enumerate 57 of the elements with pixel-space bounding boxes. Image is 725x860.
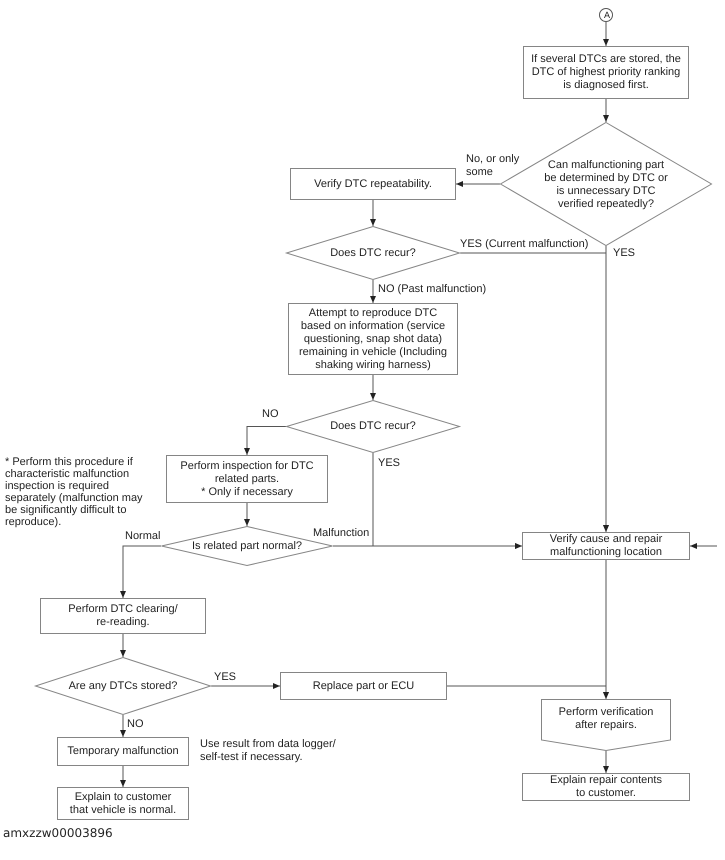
flow-arrow [690,543,718,549]
flow-arrow [456,181,500,187]
flow-arrow [370,374,376,400]
process-box [57,787,189,820]
connector-circle [599,8,613,22]
step-text: Attempt to reproduce DTC based on information (service questioning, snap shot data) remaining in vehicle (Including shaking wiring harness) [298,306,448,372]
process-box [522,773,690,801]
flow-arrow [603,560,609,700]
edge-label: YES (Current malfunction) [460,238,588,251]
flow-arrow [332,543,522,549]
decision-diamond [286,226,460,280]
step-text: Replace part or ECU [312,680,414,692]
question-text: Does DTC recur? [330,246,416,260]
footnote: * Perform this procedure if characteristic malfunction inspection is required separately (malfunction may be significantly difficult to reproduce). [5,456,144,528]
process-box [280,672,447,700]
step-text: Temporary malfunction [67,745,179,758]
step-text: Perform DTC clearing/ re-reading. [67,603,179,629]
flow-arrow [370,280,376,304]
flow-arrow [370,200,376,226]
step-text: Perform inspection for DTC related parts. [179,460,315,486]
process-box [290,168,456,200]
process-box [40,598,206,634]
decision-diamond [35,657,211,715]
step-text: Verify cause and repair malfunctioning location [548,533,664,559]
decision-diamond [286,400,460,453]
flow-arrow [460,252,609,532]
edge-label: No, or only some [466,153,520,179]
edge-label: NO (Past malfunction) [378,283,486,296]
step-text: Explain repair contents to customer. [549,774,663,800]
process-box [522,532,690,560]
question-text: Are any DTCs stored? [68,680,178,692]
flow-arrow [120,634,126,658]
figure-id: amxzzw00003896 [3,826,113,840]
flow-arrow [603,22,609,46]
process-box [166,455,328,503]
pointed-process-box [541,699,671,751]
flow-arrow [244,426,286,456]
connector-letter: A [604,10,608,20]
process-box [57,737,189,766]
question-text: Does DTC recur? [330,420,416,433]
side-note: Use result from data logger/ self-test if necessary. [200,738,337,764]
step-text: Perform verification after repairs. [558,706,654,732]
step-text: * Only if necessary [201,486,293,498]
step-text: If several DTCs are stored, the DTC of highest priority ranking is diagnosed first. [530,53,682,92]
step-text: Verify DTC repeatability. [314,178,432,190]
question-text: Can malfunctioning part be determined by DTC or is unnecessary DTC verified repeatedly? [543,159,669,211]
flow-arrow [603,750,609,774]
flow-arrow [603,98,609,122]
flow-arrow [120,766,126,788]
flow-arrow [120,714,126,738]
flow-arrow [210,683,280,689]
question-text: Is related part normal? [192,540,302,552]
flow-arrow [244,502,250,526]
flow-arrow [120,546,162,598]
process-box [523,46,689,99]
process-box [288,303,458,375]
step-text: Explain to customer that vehicle is normal. [68,790,178,816]
